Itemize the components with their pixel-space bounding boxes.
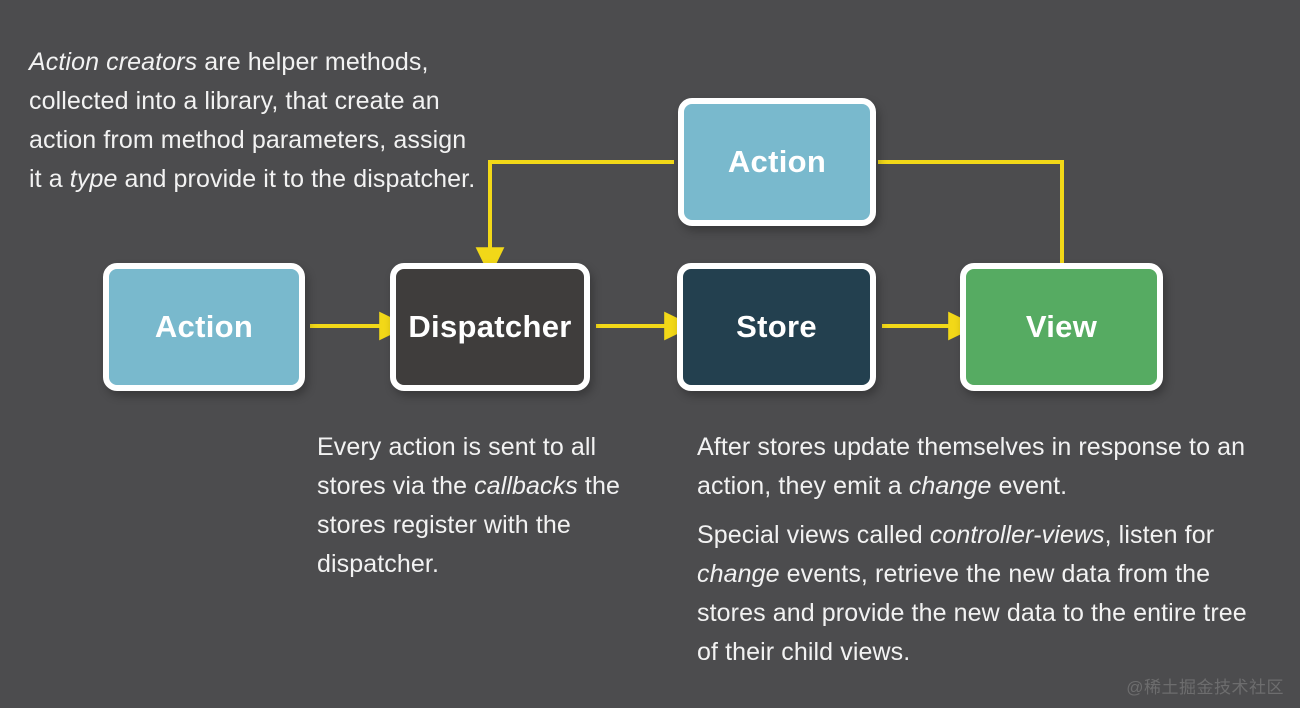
note-dispatcher: Every action is sent to all stores via t…: [317, 428, 662, 584]
node-view-label: View: [1025, 309, 1098, 344]
note-action-creators-lead: Action creators: [29, 48, 198, 76]
note-dispatcher-part-1: Every action is sent to all stores via t…: [317, 433, 597, 500]
node-store[interactable]: Store: [677, 263, 876, 391]
note-dispatcher-part-2: the stores register with the dispatcher.: [317, 472, 620, 578]
node-store-label: Store: [736, 309, 817, 344]
note-dispatcher-callbacks: callbacks: [474, 472, 578, 500]
note-store-view-p1-part-1: After stores update themselves in respon…: [697, 433, 1246, 500]
node-action-left-label: Action: [154, 309, 254, 344]
node-action-top[interactable]: Action: [678, 98, 876, 226]
node-dispatcher-label: Dispatcher: [408, 309, 572, 344]
note-action-creators-type: type: [69, 165, 118, 193]
node-action-top-label: Action: [727, 144, 827, 179]
note-action-creators: Action creators are helper methods, coll…: [29, 43, 484, 199]
note-action-creators-body-1: are helper methods, collected into a lib…: [29, 48, 467, 193]
note-store-view-p2-part-2: , listen for: [1104, 521, 1215, 549]
note-store-view-paragraph-2: Special views called controller-views, l…: [697, 516, 1272, 672]
note-action-creators-paragraph: Action creators are helper methods, coll…: [29, 43, 484, 199]
note-store-view-p2-part-3: events, retrieve the new data from the s…: [697, 560, 1247, 666]
note-store-view-p2-part-1: Special views called: [697, 521, 930, 549]
note-dispatcher-paragraph: Every action is sent to all stores via t…: [317, 428, 662, 584]
connector-view-to-action: [878, 160, 1064, 265]
note-store-view-p1-change: change: [908, 472, 992, 500]
arrow-action-to-dispatcher-top: [475, 160, 674, 277]
node-dispatcher[interactable]: Dispatcher: [390, 263, 590, 391]
watermark: @稀土掘金技术社区: [1126, 678, 1284, 697]
note-store-view-p2-change: change: [697, 560, 780, 588]
node-action-left[interactable]: Action: [103, 263, 305, 391]
node-view[interactable]: View: [960, 263, 1163, 391]
note-action-creators-body-2: and provide it to the dispatcher.: [117, 165, 476, 193]
note-store-view: After stores update themselves in respon…: [697, 428, 1272, 672]
note-store-view-paragraph-1: After stores update themselves in respon…: [697, 428, 1272, 506]
note-store-view-p1-part-2: event.: [991, 472, 1068, 500]
note-store-view-p2-controller-views: controller-views: [929, 521, 1105, 549]
